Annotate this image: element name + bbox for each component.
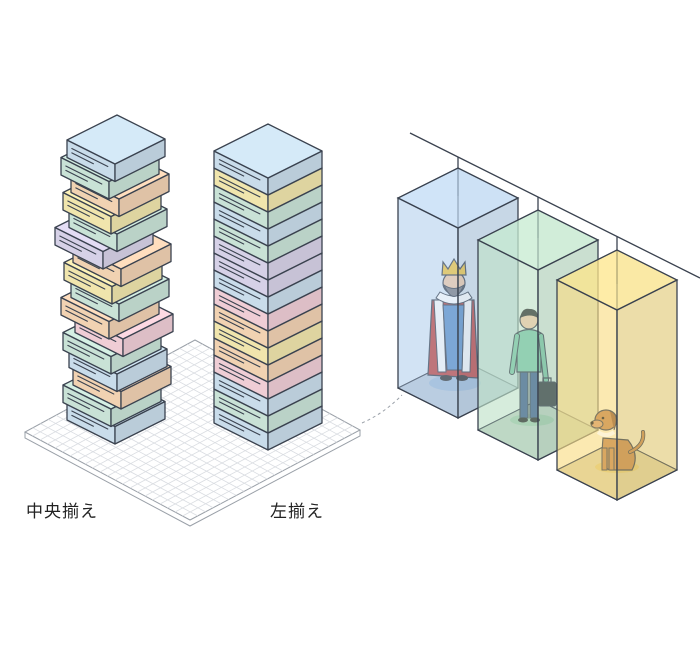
- stacks-area: [54, 114, 323, 451]
- man-with-briefcase-icon: [509, 308, 557, 426]
- dog-icon: [590, 409, 646, 473]
- caption-center-aligned: 中央揃え: [26, 502, 98, 522]
- center-aligned-stack: [54, 114, 174, 445]
- king-figure-icon: [427, 257, 481, 391]
- display-box-dog: [555, 249, 679, 502]
- display-boxes-area: [396, 167, 679, 502]
- left-stack-block: [213, 123, 323, 196]
- display-box-man: [476, 209, 600, 462]
- center-stack-block: [66, 114, 166, 183]
- connector-line: [361, 394, 403, 424]
- display-box-king: [396, 167, 520, 420]
- caption-left-aligned: 左揃え: [270, 502, 324, 522]
- left-aligned-stack: [213, 123, 323, 451]
